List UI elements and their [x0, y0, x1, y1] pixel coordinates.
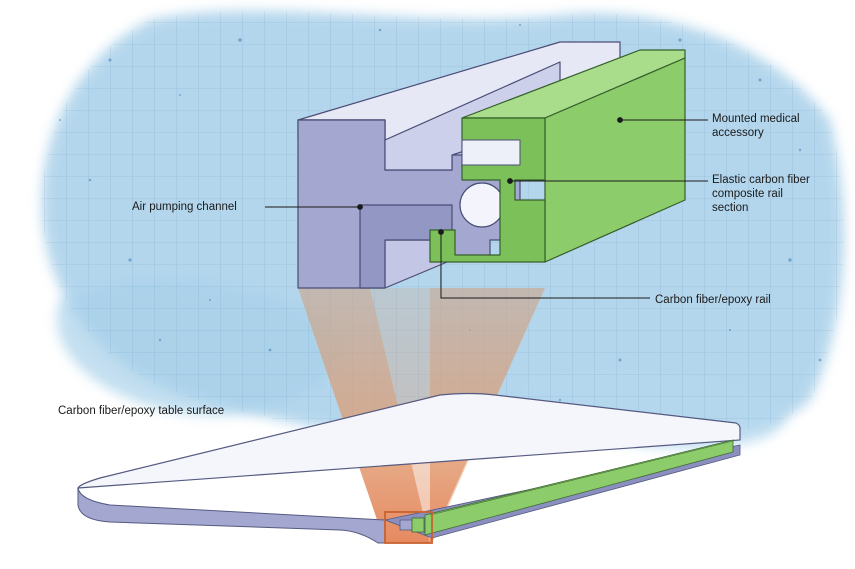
table-surface	[76, 392, 741, 544]
leader-lines	[265, 117, 708, 299]
mini-rail-icon	[399, 517, 425, 533]
label-mounted-medical-accessory: Mounted medical accessory	[712, 113, 800, 139]
mounted-accessory	[429, 49, 686, 263]
label-air-pumping-channel: Air pumping channel	[132, 201, 237, 213]
zoom-highlight-box	[384, 511, 433, 544]
label-elastic-rail-section: Elastic carbon fiber composite rail sect…	[712, 174, 810, 214]
label-carbon-fiber-epoxy-rail: Carbon fiber/epoxy rail	[655, 294, 771, 306]
label-table-surface: Carbon fiber/epoxy table surface	[58, 405, 225, 417]
